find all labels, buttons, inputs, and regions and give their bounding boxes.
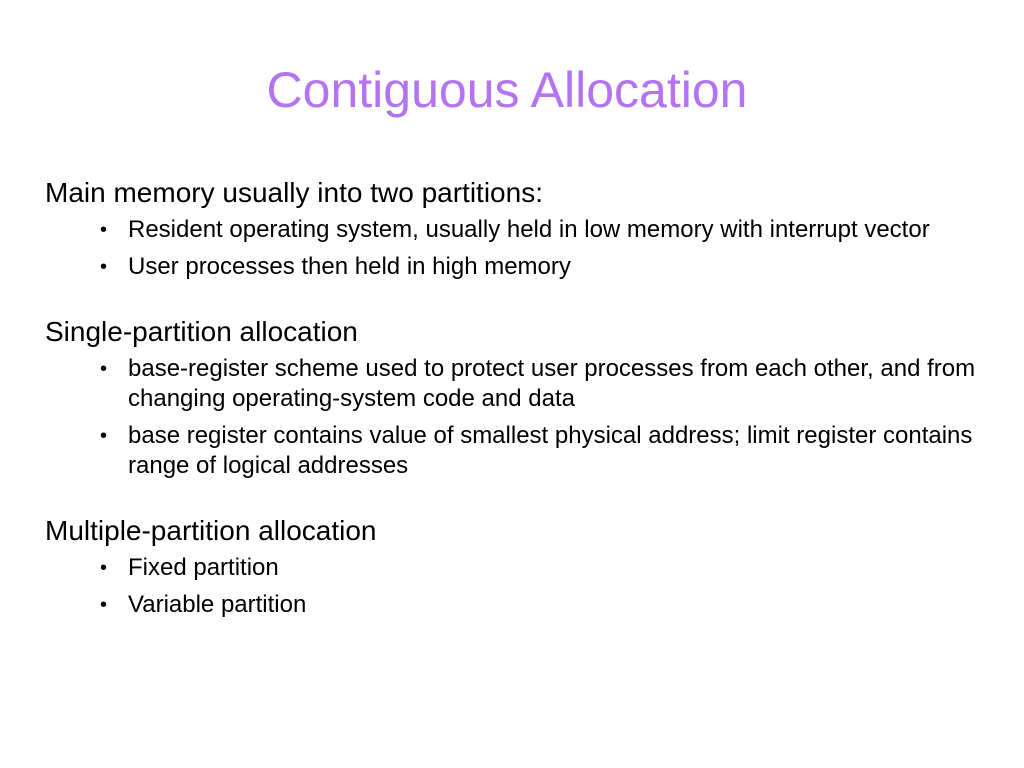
bullet-icon: • [100, 256, 108, 278]
bullet-icon: • [100, 219, 108, 241]
section-single-partition: Single-partition allocation • base-regis… [45, 312, 985, 481]
section-heading: Multiple-partition allocation [45, 515, 377, 546]
bullet-list: • Resident operating system, usually hel… [45, 215, 985, 282]
bullet-icon: • [100, 557, 108, 579]
bullet-icon: • [100, 594, 108, 616]
bullet-text: User processes then held in high memory [128, 253, 571, 280]
bullet-text: base register contains value of smallest… [128, 422, 973, 479]
bullet-icon: • [100, 425, 108, 447]
bullet-item: • Variable partition [45, 590, 985, 620]
section-heading: Single-partition allocation [45, 316, 358, 347]
bullet-text: Variable partition [128, 591, 307, 618]
bullet-item: • Resident operating system, usually hel… [45, 215, 985, 245]
bullet-item: • User processes then held in high memor… [45, 252, 985, 282]
bullet-list: • base-register scheme used to protect u… [45, 354, 985, 481]
section-multiple-partition: Multiple-partition allocation • Fixed pa… [45, 511, 985, 620]
bullet-text: Resident operating system, usually held … [128, 216, 930, 243]
bullet-icon: • [100, 358, 108, 380]
slide-title: Contiguous Allocation [266, 62, 748, 118]
section-two-partitions: Main memory usually into two partitions:… [45, 173, 985, 282]
bullet-list: • Fixed partition • Variable partition [45, 553, 985, 620]
bullet-item: • base register contains value of smalle… [45, 421, 985, 481]
bullet-text: base-register scheme used to protect use… [128, 355, 976, 412]
slide-body: Main memory usually into two partitions:… [45, 173, 985, 650]
section-heading: Main memory usually into two partitions: [45, 177, 543, 208]
bullet-item: • Fixed partition [45, 553, 985, 583]
bullet-text: Fixed partition [128, 554, 279, 581]
bullet-item: • base-register scheme used to protect u… [45, 354, 985, 414]
